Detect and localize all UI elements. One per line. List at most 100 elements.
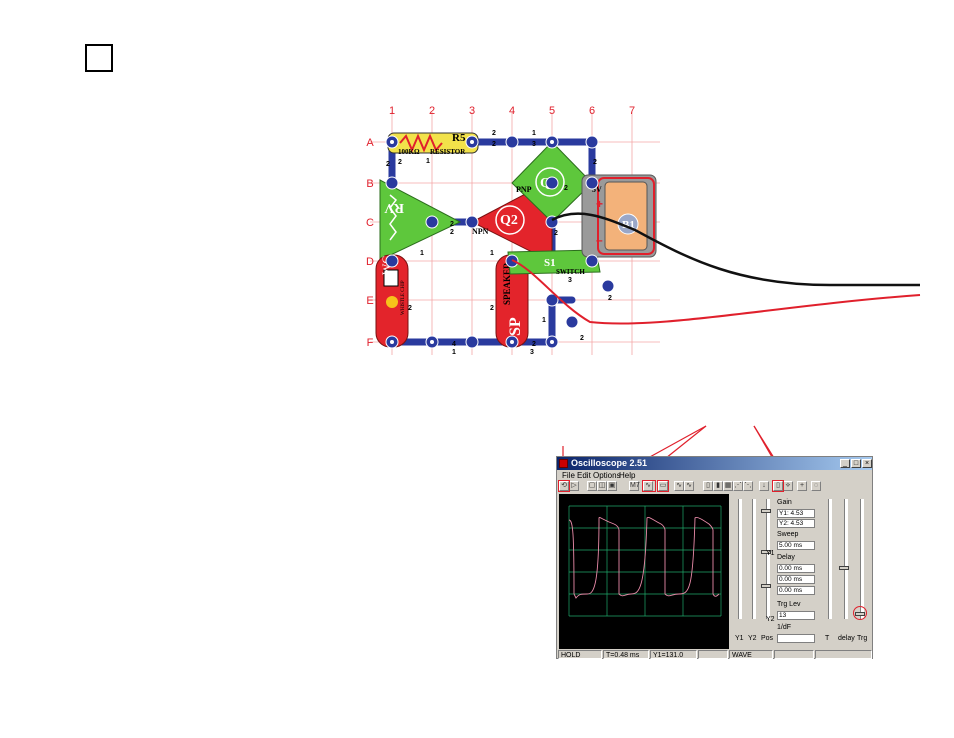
- trigger-highlight-circle: [853, 606, 867, 620]
- time-slider[interactable]: [828, 499, 832, 619]
- adjustable-resistor-rv: RV: [379, 179, 462, 261]
- toolbar-button[interactable]: +: [797, 481, 807, 491]
- svg-text:2: 2: [492, 130, 496, 137]
- svg-text:WHISTLE CHIP: WHISTLE CHIP: [401, 280, 406, 315]
- title-bar[interactable]: Oscilloscope 2.51 _ □ ×: [557, 457, 872, 470]
- svg-text:2: 2: [450, 221, 454, 228]
- svg-text:2: 2: [593, 159, 597, 166]
- svg-text:3: 3: [532, 141, 536, 148]
- toolbar-button[interactable]: ⟲: [559, 481, 569, 491]
- menu-help[interactable]: Help: [619, 471, 636, 480]
- fft-value: [777, 634, 815, 643]
- svg-text:2: 2: [490, 305, 494, 312]
- svg-text:+: +: [596, 197, 603, 211]
- close-button[interactable]: ×: [862, 459, 872, 468]
- trg-bottom-label: Trg: [857, 635, 868, 642]
- toolbar-button[interactable]: ▣: [607, 481, 617, 491]
- toolbar-button[interactable]: ▭: [658, 481, 668, 491]
- toolbar-button[interactable]: ▮: [713, 481, 723, 491]
- menu-file[interactable]: File: [562, 471, 575, 480]
- toolbar-button[interactable]: ▯: [703, 481, 713, 491]
- y1-gain-slider[interactable]: [738, 499, 742, 619]
- svg-text:3: 3: [568, 277, 572, 284]
- control-panel: Y1 Y2 Gain Y1: 4.53 Y2: 4.53 Sweep 5.00 …: [730, 494, 872, 649]
- toolbar-button[interactable]: ▷: [569, 481, 579, 491]
- status-mode: HOLD: [558, 650, 602, 659]
- toolbar-button[interactable]: ▢: [587, 481, 597, 491]
- svg-text:2: 2: [386, 161, 390, 168]
- menu-bar: File Edit Options Help: [557, 470, 872, 481]
- app-icon: [559, 459, 568, 468]
- svg-text:1: 1: [420, 250, 424, 257]
- svg-text:2: 2: [532, 341, 536, 348]
- row-label: B: [366, 178, 373, 190]
- toolbar-button[interactable]: ⋰: [733, 481, 743, 491]
- toolbar-button[interactable]: ∿: [684, 481, 694, 491]
- col-label: 6: [589, 105, 595, 117]
- toolbar-button[interactable]: ∿: [643, 481, 653, 491]
- status-field: [698, 650, 728, 659]
- window-title: Oscilloscope 2.51: [571, 458, 648, 468]
- status-y1: Y1=131.0: [650, 650, 697, 659]
- status-time: T=0.48 ms: [603, 650, 649, 659]
- toolbar-button[interactable]: ▯: [773, 481, 783, 491]
- y1-label: Y1: [766, 550, 775, 557]
- toolbar-button[interactable]: ◌: [811, 481, 821, 491]
- toolbar-button[interactable]: ∿: [674, 481, 684, 491]
- row-label: D: [366, 256, 374, 268]
- step-checkbox[interactable]: [85, 44, 113, 72]
- svg-text:2: 2: [398, 159, 402, 166]
- fft-label: 1/dF: [777, 624, 792, 631]
- row-label: F: [367, 337, 374, 349]
- sweep-value: 5.00 ms: [777, 541, 815, 550]
- svg-text:RESISTOR: RESISTOR: [430, 148, 466, 156]
- toolbar-button[interactable]: ▦: [723, 481, 733, 491]
- minimize-button[interactable]: _: [840, 459, 850, 468]
- col-label: 3: [469, 105, 475, 117]
- highlight-box: [657, 480, 669, 492]
- svg-text:2: 2: [492, 141, 496, 148]
- svg-text:2: 2: [554, 230, 558, 237]
- row-label: E: [366, 295, 373, 307]
- toolbar-button[interactable]: ↓: [759, 481, 769, 491]
- status-bar: HOLD T=0.48 ms Y1=131.0 WAVE: [557, 650, 872, 660]
- status-field: [774, 650, 814, 659]
- battery-b1: B1 3V + –: [581, 174, 657, 258]
- y2-bottom-label: Y2: [748, 635, 757, 642]
- gain-label: Gain: [777, 499, 792, 506]
- y2-slider-knob[interactable]: [761, 584, 771, 588]
- svg-text:1: 1: [542, 317, 546, 324]
- svg-text:S1: S1: [544, 257, 556, 269]
- menu-edit[interactable]: Edit: [577, 471, 591, 480]
- svg-text:NPN: NPN: [472, 227, 489, 236]
- pos-slider-knob[interactable]: [761, 509, 771, 513]
- delay-slider[interactable]: [844, 499, 848, 619]
- delay-slider-knob[interactable]: [839, 566, 849, 570]
- toolbar-button[interactable]: ⟡: [783, 481, 793, 491]
- pos-slider[interactable]: [766, 499, 770, 619]
- scope-display: [559, 494, 729, 649]
- svg-text:4: 4: [452, 341, 456, 348]
- svg-text:SPEAKER: SPEAKER: [502, 262, 512, 305]
- svg-text:–: –: [596, 233, 603, 247]
- y1-slider-knob[interactable]: [761, 550, 771, 554]
- circuit-diagram: 1 2 3 4 5 6 7 A B C D E F R5 100KΩ RESIS…: [366, 105, 921, 356]
- delay-value: 0.00 ms: [777, 575, 815, 584]
- whistle-chip-wc: WC WHISTLE CHIP: [375, 254, 409, 348]
- maximize-button[interactable]: □: [851, 459, 861, 468]
- svg-text:3V: 3V: [592, 185, 602, 194]
- delay-value: 0.00 ms: [777, 586, 815, 595]
- status-wave: WAVE: [729, 650, 773, 659]
- svg-text:SWITCH: SWITCH: [556, 268, 585, 276]
- toolbar-button[interactable]: ◫: [597, 481, 607, 491]
- y1-bottom-label: Y1: [735, 635, 744, 642]
- svg-text:2: 2: [564, 185, 568, 192]
- y2-gain-slider[interactable]: [752, 499, 756, 619]
- delay-bottom-label: delay: [838, 635, 855, 642]
- toolbar-button[interactable]: ⋱: [743, 481, 753, 491]
- trigger-slider[interactable]: [860, 499, 864, 619]
- menu-options[interactable]: Options: [593, 471, 621, 480]
- y2-gain-value: Y2: 4.53: [777, 519, 815, 528]
- svg-text:Q2: Q2: [500, 213, 518, 228]
- toolbar-button[interactable]: M7: [629, 481, 640, 491]
